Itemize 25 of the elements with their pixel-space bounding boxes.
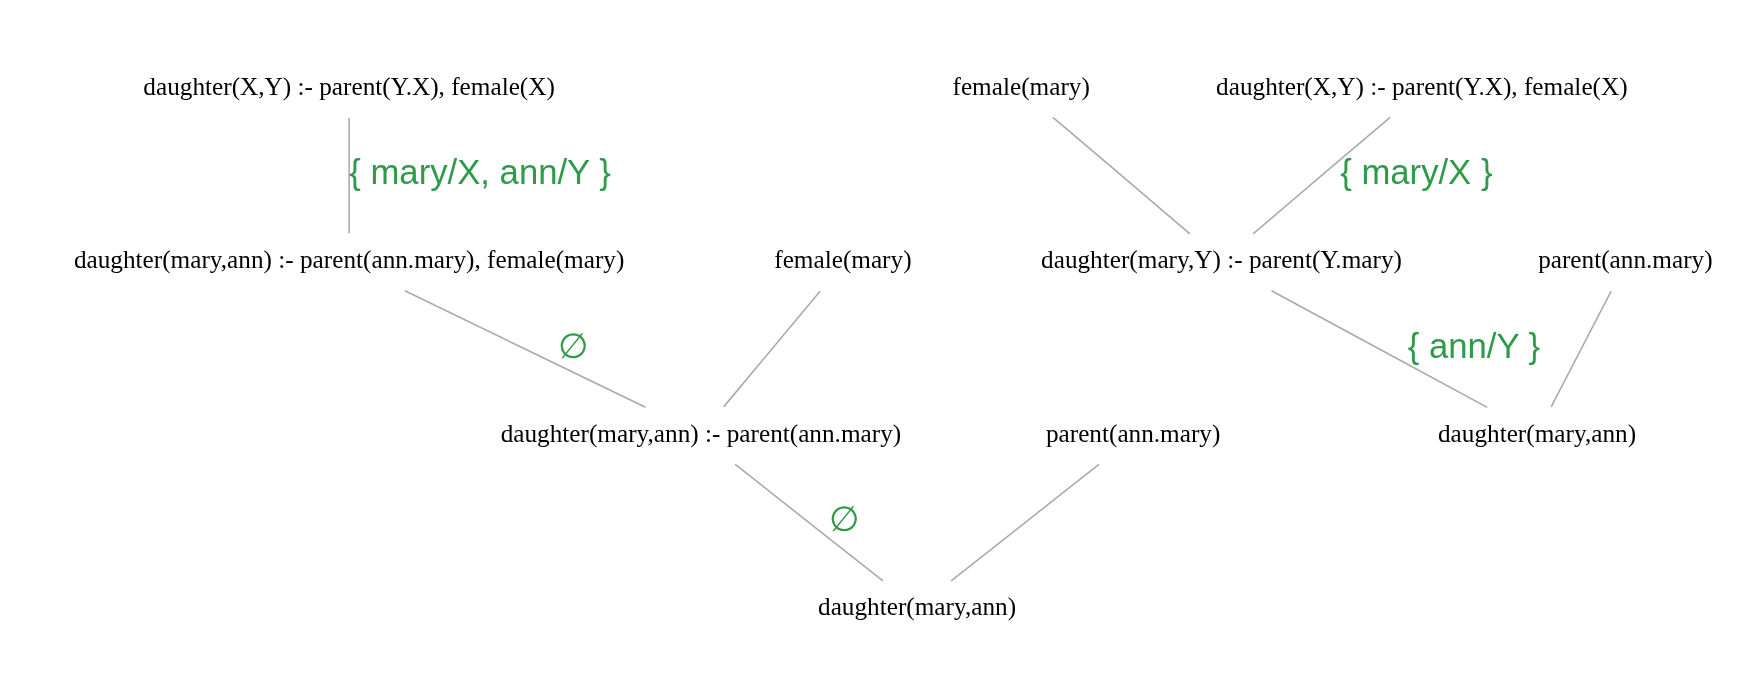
node-text: parent(ann.mary) [1538,246,1713,274]
node-text: female(mary) [952,72,1090,100]
edge-label: { ann/Y } [1407,326,1541,365]
node-text: daughter(X,Y) :- parent(Y.X), female(X) [143,72,555,100]
node-text: female(mary) [774,246,912,274]
edge-label: ∅ [558,326,589,365]
connector [950,463,1100,582]
connector [1252,116,1391,235]
connector [1052,116,1191,235]
node-text: parent(ann.mary) [1045,419,1221,447]
edge-label: { mary/X, ann/Y } [349,153,611,192]
connector [1270,290,1489,409]
connector [734,463,884,582]
node-text: daughter(mary,ann) :- parent(ann.mary) [500,419,902,447]
edge-label: ∅ [829,500,860,539]
connector [404,290,647,409]
node-text: daughter(mary,ann) [818,593,1017,621]
node-text: daughter(mary,Y) :- parent(Y.mary) [1041,246,1402,274]
node-text: daughter(mary,ann) [1437,419,1637,447]
connector [722,290,821,408]
edge-label: { mary/X } [1340,153,1493,192]
node-text: daughter(X,Y) :- parent(Y.X), female(X) [1216,72,1628,100]
node-text: daughter(mary,ann) :- parent(ann.mary), female(mary) [73,246,625,274]
connector [1550,290,1612,408]
connector [348,116,350,235]
